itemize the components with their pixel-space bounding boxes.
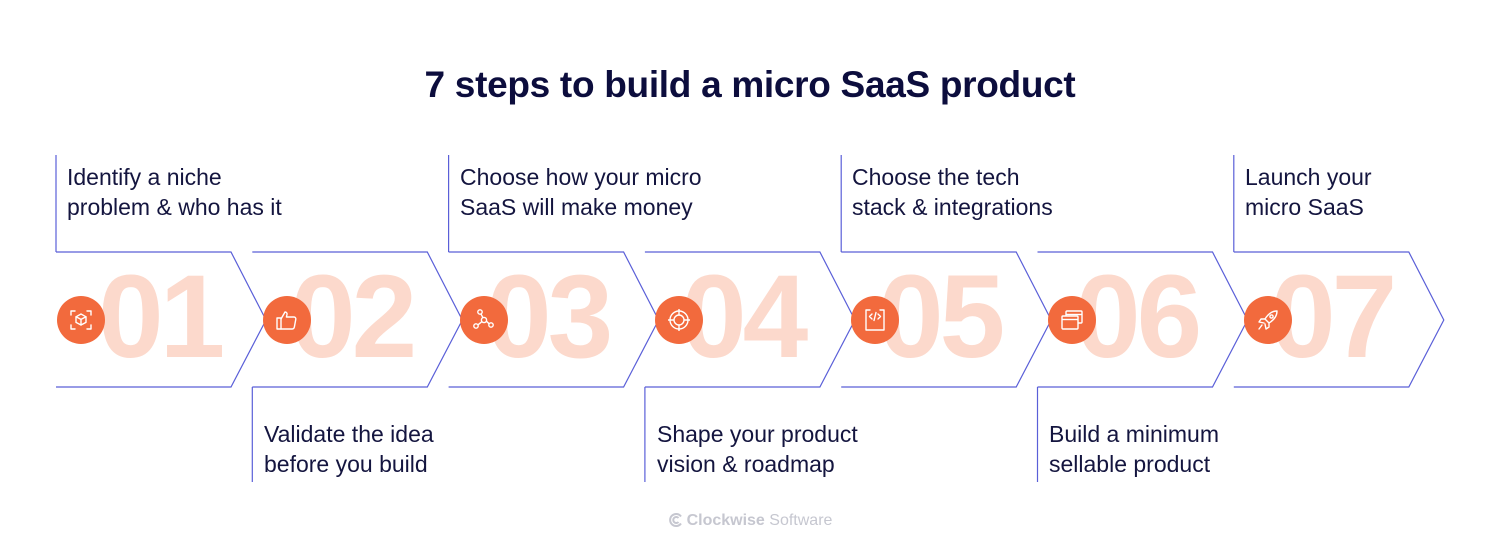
brand-name-bold: Clockwise bbox=[686, 512, 765, 529]
target-icon bbox=[668, 309, 690, 331]
step-07-line1: Launch your bbox=[1245, 164, 1372, 190]
step-01-line2: problem & who has it bbox=[67, 194, 282, 220]
step-01-icon-badge bbox=[57, 296, 105, 344]
step-number-05: 05 bbox=[878, 251, 1005, 383]
step-01-line1: Identify a niche bbox=[67, 164, 222, 190]
cube-scan-icon bbox=[70, 310, 92, 330]
step-number-02: 02 bbox=[290, 251, 417, 383]
step-01-text: Identify a niche problem & who has it bbox=[67, 162, 347, 222]
step-02-line1: Validate the idea bbox=[264, 421, 434, 447]
step-02-line2: before you build bbox=[264, 451, 428, 477]
step-03-text: Choose how your micro SaaS will make mon… bbox=[460, 162, 740, 222]
step-05-icon-badge bbox=[851, 296, 899, 344]
step-07-icon-badge bbox=[1244, 296, 1292, 344]
step-04-line2: vision & roadmap bbox=[657, 451, 835, 477]
step-number-01: 01 bbox=[98, 251, 225, 383]
step-06-icon-badge bbox=[1048, 296, 1096, 344]
step-03-icon-badge bbox=[460, 296, 508, 344]
step-07-text: Launch your micro SaaS bbox=[1245, 162, 1500, 222]
step-04-icon-badge bbox=[655, 296, 703, 344]
chevron-step-07 bbox=[1233, 251, 1445, 388]
step-05-text: Choose the tech stack & integrations bbox=[852, 162, 1132, 222]
network-nodes-icon bbox=[473, 309, 494, 329]
thumbs-up-icon bbox=[276, 311, 297, 330]
step-03-line2: SaaS will make money bbox=[460, 194, 693, 220]
code-window-icon bbox=[865, 309, 885, 331]
brand-footer: Clockwise Software bbox=[0, 512, 1500, 533]
step-04-line1: Shape your product bbox=[657, 421, 858, 447]
brand-name-light: Software bbox=[764, 512, 833, 529]
step-06-line1: Build a minimum bbox=[1049, 421, 1219, 447]
step-06-line2: sellable product bbox=[1049, 451, 1211, 477]
step-05-line1: Choose the tech bbox=[852, 164, 1020, 190]
stacked-windows-icon bbox=[1061, 310, 1083, 330]
step-02-text: Validate the idea before you build bbox=[264, 419, 544, 479]
step-04-text: Shape your product vision & roadmap bbox=[657, 419, 937, 479]
rocket-icon bbox=[1258, 310, 1278, 330]
clockwise-logo-icon bbox=[668, 512, 684, 533]
step-02-icon-badge bbox=[263, 296, 311, 344]
step-03-line1: Choose how your micro bbox=[460, 164, 702, 190]
step-05-line2: stack & integrations bbox=[852, 194, 1053, 220]
step-number-06: 06 bbox=[1075, 251, 1202, 383]
step-06-text: Build a minimum sellable product bbox=[1049, 419, 1329, 479]
page-title: 7 steps to build a micro SaaS product bbox=[424, 64, 1076, 105]
step-07-line2: micro SaaS bbox=[1245, 194, 1364, 220]
